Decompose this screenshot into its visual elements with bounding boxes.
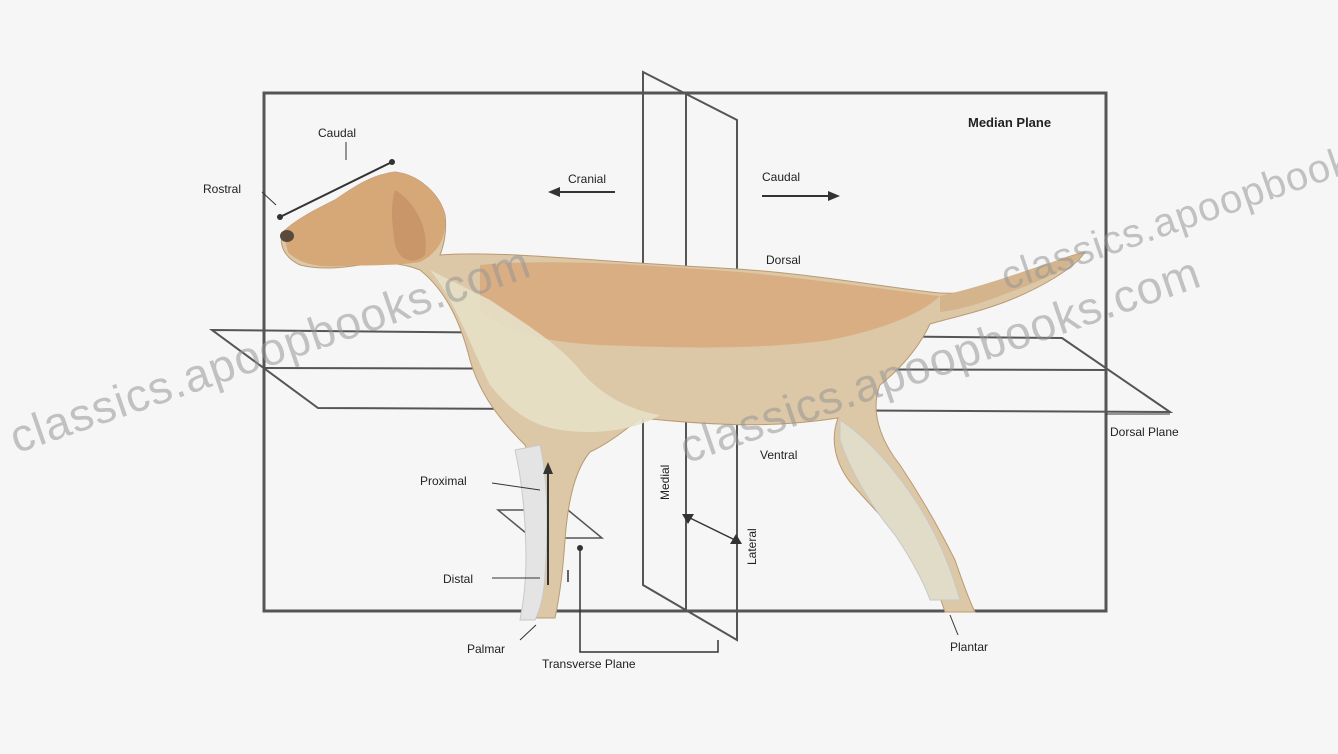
transverse-plane-label: Transverse Plane [542,657,636,671]
caudal-head-label: Caudal [318,126,356,140]
caudal-arrow-head [828,191,840,201]
dog-illustration [280,172,1085,620]
plantar-leader [950,615,958,635]
dorsal-plane-label: Dorsal Plane [1110,425,1179,439]
rostral-label: Rostral [203,182,241,196]
palmar-label: Palmar [467,642,505,656]
median-plane-label: Median Plane [968,115,1051,130]
medial-label: Medial [658,465,672,500]
dog-nose [280,230,294,242]
plantar-label: Plantar [950,640,988,654]
palmar-leader [520,625,536,640]
cranial-arrow-head [548,187,560,197]
caudal-label: Caudal [762,170,800,184]
dog-foreleg [515,445,547,620]
medial-lateral-line [690,518,735,540]
transverse-plane-leader [580,548,718,652]
ventral-label: Ventral [760,448,797,462]
proximal-label: Proximal [420,474,467,488]
dorsal-label: Dorsal [766,253,801,267]
distal-label: Distal [443,572,473,586]
head-axis-dot-rostral [277,214,283,220]
cranial-label: Cranial [568,172,606,186]
lateral-label: Lateral [745,528,759,565]
transverse-leader-dot [577,545,583,551]
head-axis-dot-caudal [389,159,395,165]
dog-hindleg [840,420,960,600]
